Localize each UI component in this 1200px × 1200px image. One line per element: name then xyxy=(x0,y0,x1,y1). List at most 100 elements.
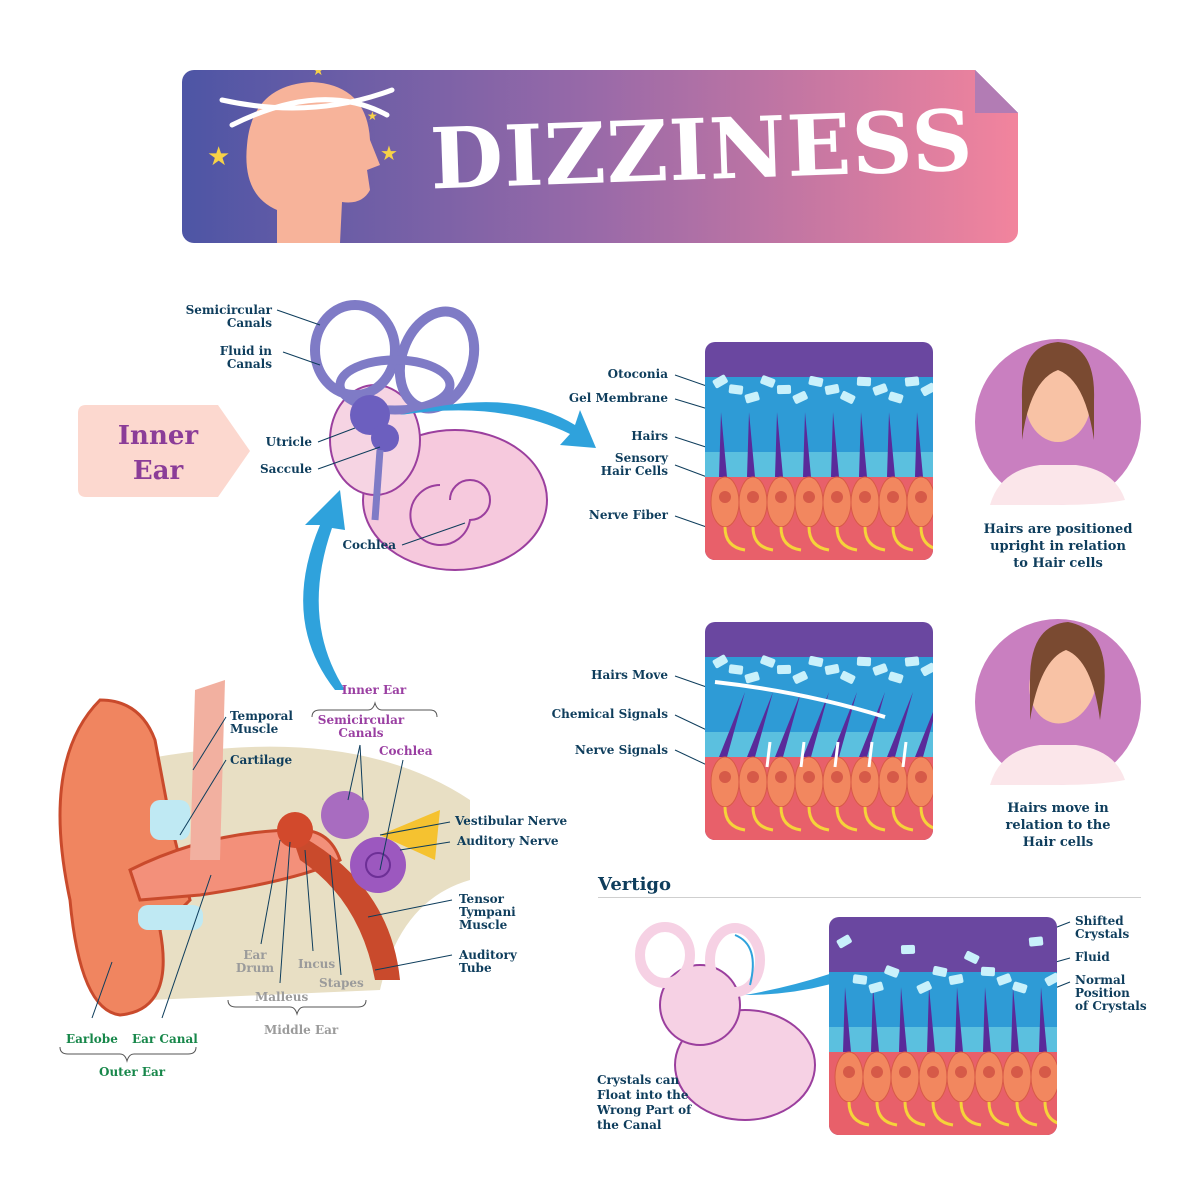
nerve-fiber xyxy=(847,1101,870,1127)
cell-nucleus xyxy=(775,771,787,783)
hair-bundle xyxy=(1039,987,1047,1052)
label-incus: Incus xyxy=(298,957,336,971)
nerve-fiber xyxy=(863,806,886,832)
label-stapes: Stapes xyxy=(319,976,364,990)
otoconia-crystal xyxy=(776,384,792,395)
banner-fold xyxy=(975,70,1018,113)
dizzy-head-icon: ★ ★ ★ ★ xyxy=(207,70,398,243)
nerve-fiber xyxy=(1015,1101,1038,1127)
hair-bundle xyxy=(899,987,907,1052)
svg-text:★: ★ xyxy=(207,142,230,172)
hair-bundle xyxy=(775,692,801,757)
label-auditory-nerve: Auditory Nerve xyxy=(457,834,559,848)
cell-nucleus xyxy=(927,1066,939,1078)
nerve-fiber xyxy=(751,806,774,832)
otoconia-crystal xyxy=(760,375,776,388)
otoconia-crystal xyxy=(808,376,824,387)
otoconia-crystal xyxy=(888,671,904,684)
label-nerve-fiber: Nerve Fiber xyxy=(588,508,668,522)
svg-text:★: ★ xyxy=(380,141,398,165)
ear-anatomy-illustration xyxy=(58,680,470,1017)
nerve-fiber xyxy=(807,526,830,552)
hair-bundle xyxy=(747,692,773,757)
nerve-fiber xyxy=(779,526,802,552)
otoconia-crystal xyxy=(808,656,824,667)
otoconia-crystal xyxy=(792,671,808,684)
nerve-fiber xyxy=(1043,1101,1057,1127)
svg-text:★: ★ xyxy=(367,109,378,123)
hair-bundle xyxy=(983,987,991,1052)
cell-nucleus xyxy=(747,491,759,503)
hair-bundle xyxy=(887,692,913,757)
cell-nucleus xyxy=(887,771,899,783)
otoconia-crystal xyxy=(872,663,888,676)
nerve-fiber xyxy=(903,1101,926,1127)
nerve-fiber xyxy=(835,806,858,832)
cell-nucleus xyxy=(831,771,843,783)
label-outer-ear: Outer Ear xyxy=(99,1065,166,1079)
vertigo-inner-ear-illustration xyxy=(635,922,816,1121)
otoconia-crystal xyxy=(792,391,808,404)
cell-nucleus xyxy=(719,771,731,783)
cell-nucleus xyxy=(871,1066,883,1078)
otoconia-crystal xyxy=(904,376,920,387)
cell-nucleus xyxy=(747,771,759,783)
vertigo-divider xyxy=(598,897,1141,898)
otoconia-crystal xyxy=(888,391,904,404)
label-vestibular-nerve: Vestibular Nerve xyxy=(455,814,568,828)
otoconia-crystal xyxy=(744,671,760,684)
movement-arrow-icon xyxy=(714,680,886,719)
cell-nucleus xyxy=(859,771,871,783)
label-nerve-signals: Nerve Signals xyxy=(574,743,668,757)
label-middle-ear: Middle Ear xyxy=(264,1023,339,1037)
label-otoconia: Otoconia xyxy=(607,367,668,381)
hair-bundle xyxy=(887,412,895,477)
title-banner: ★ ★ ★ ★ xyxy=(182,70,1018,243)
hair-bundle xyxy=(927,987,935,1052)
nerve-fiber xyxy=(751,526,774,552)
hair-bundle xyxy=(831,412,839,477)
svg-text:★: ★ xyxy=(312,70,325,79)
label-cartilage: Cartilage xyxy=(230,753,293,767)
otoconia-crystal xyxy=(840,671,856,684)
label-earlobe: Earlobe xyxy=(66,1032,118,1046)
otoconia-crystal xyxy=(920,382,933,397)
otoconia-crystal xyxy=(1012,981,1028,994)
otoconia-crystal xyxy=(728,384,744,395)
otoconia-crystal xyxy=(1028,936,1044,947)
cell-nucleus xyxy=(803,771,815,783)
label-anatomy-cochlea: Cochlea xyxy=(379,744,433,758)
cell-nucleus xyxy=(1011,1066,1023,1078)
nerve-fiber xyxy=(959,1101,982,1127)
label-gel-membrane: Gel Membrane xyxy=(568,391,668,405)
nerve-fiber xyxy=(723,526,746,552)
otoconia-crystal xyxy=(932,966,948,977)
label-inner-ear-group: Inner Ear xyxy=(341,683,407,697)
otoconia-crystal xyxy=(776,664,792,675)
cell-nucleus xyxy=(983,1066,995,1078)
signal-arrow-icon xyxy=(867,741,874,768)
otoconia-crystal xyxy=(852,974,868,985)
nerve-fiber xyxy=(779,806,802,832)
cell-nucleus xyxy=(887,491,899,503)
otoconia-crystal xyxy=(916,981,932,994)
otoconia-crystal xyxy=(872,383,888,396)
hair-bundle xyxy=(915,412,923,477)
nerve-fiber xyxy=(919,526,933,552)
nerve-fiber xyxy=(723,806,746,832)
otoconia-crystal xyxy=(920,662,933,677)
face-upright-illustration xyxy=(975,339,1141,505)
cell-nucleus xyxy=(1039,1066,1051,1078)
nerve-fiber xyxy=(987,1101,1010,1127)
label-hairs-move: Hairs Move xyxy=(591,668,668,682)
panel-upright-hairs xyxy=(705,342,933,560)
